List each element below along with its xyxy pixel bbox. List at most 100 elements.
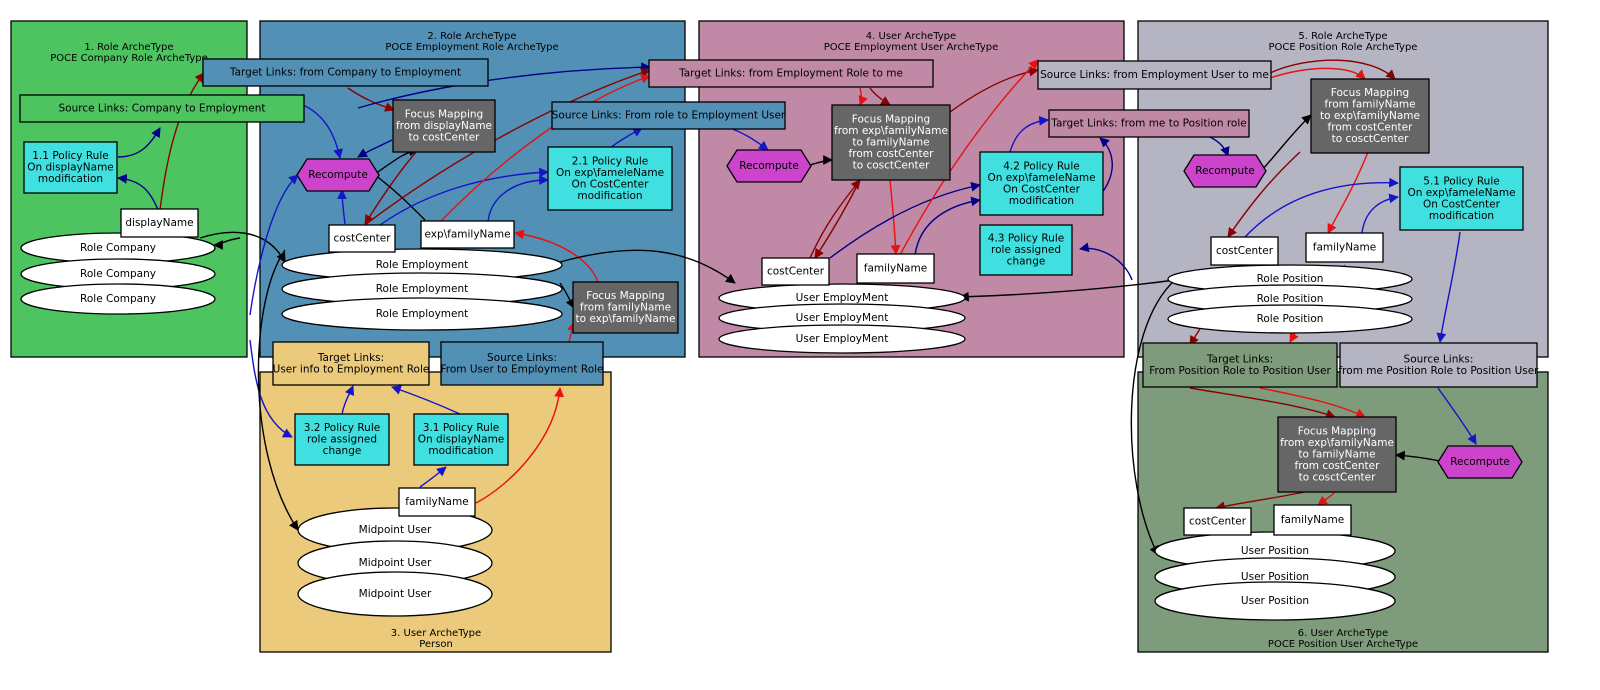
attribute-familyname-position-user[interactable]: familyName: [1273, 504, 1352, 536]
recompute-node-4[interactable]: Recompute: [1437, 445, 1523, 479]
node-box: [1277, 416, 1397, 493]
attribute-costcenter-employment-role[interactable]: costCenter: [328, 224, 396, 253]
edge-source-to-recompute: [302, 104, 343, 159]
node-box: [547, 146, 673, 211]
attribute-displayname-company[interactable]: displayName: [120, 208, 199, 238]
stack-label: Role Position: [1257, 293, 1324, 305]
attribute-familyname-midpoint-user[interactable]: familyName: [398, 487, 476, 517]
attribute-costcenter-position-role[interactable]: costCenter: [1210, 236, 1279, 266]
edge-focus1-to-costcenter: [364, 149, 419, 225]
node-label: From Position Role to Position User: [1149, 365, 1331, 377]
node-box: [979, 224, 1073, 276]
node-box: [1210, 236, 1279, 266]
node-box: [979, 151, 1104, 216]
edge-costcenter-to-policy42: [829, 181, 981, 259]
node-box: [1183, 507, 1252, 536]
node-box: [19, 94, 305, 123]
node-label: Source Links: From role to Employment Us…: [552, 110, 786, 122]
attribute-familyname-position-role[interactable]: familyName: [1305, 232, 1384, 263]
node-label: to cosctCenter: [853, 160, 930, 172]
node-label: From User to Employment Role: [440, 363, 603, 375]
link-source-employment-user-to-me[interactable]: Source Links: from Employment User to me: [1037, 60, 1272, 90]
link-source-user-to-employment-role[interactable]: Source Links:From User to Employment Rol…: [440, 341, 604, 386]
node-label: On exp\fameleName: [987, 172, 1095, 184]
node-box: [294, 413, 390, 466]
node-label: from me Position Role to Position User: [1338, 365, 1539, 377]
cluster-title: 3. User ArcheType: [391, 628, 481, 639]
stack-label: User EmployMent: [796, 333, 889, 345]
edge-focus4-to-costcenter: [1227, 151, 1301, 238]
edge-rolecompany-back: [213, 237, 241, 250]
node-label: On CostCenter: [572, 178, 650, 190]
recompute-node-3[interactable]: Recompute: [1183, 154, 1267, 188]
node-label: from exp\familyName: [1280, 437, 1394, 449]
attribute-expfamilyname-employment-role[interactable]: exp\familyName: [420, 220, 515, 249]
node-label: from exp\familyName: [834, 125, 948, 137]
edge-roleposition-to-userposition: [1130, 279, 1176, 556]
node-label: 3.2 Policy Rule: [304, 422, 380, 434]
link-target-employment-role-to-me[interactable]: Target Links: from Employment Role to me: [648, 59, 934, 88]
link-target-user-info-to-employment-role[interactable]: Target Links:User info to Employment Rol…: [272, 341, 430, 386]
edge-focus5-to-familyname: [1317, 491, 1336, 506]
recompute-node-2[interactable]: Recompute: [726, 149, 812, 183]
node-label: costCenter: [767, 266, 825, 278]
edge-focus3-to-familyname: [889, 179, 901, 255]
link-source-company-to-employment[interactable]: Source Links: Company to Employment: [19, 94, 305, 123]
edge-policy42-to-target6: [1009, 115, 1049, 153]
node-label: to cosctCenter: [1299, 472, 1376, 484]
cluster-title: POCE Employment User ArcheType: [824, 42, 999, 53]
stack-label: Midpoint User: [359, 557, 432, 569]
stack-label: Role Position: [1257, 313, 1324, 325]
node-box: [856, 253, 935, 284]
edge-focus5-to-costcenter: [1215, 491, 1306, 511]
node-box: [398, 487, 476, 517]
node-label: On displayName: [27, 162, 114, 174]
edge-policy31-to-target7: [391, 385, 461, 415]
attribute-costcenter-employment-user[interactable]: costCenter: [761, 257, 830, 286]
edge-focus3-to-source5: [949, 66, 1039, 113]
node-box: [648, 59, 934, 88]
recompute-node-1[interactable]: Recompute: [296, 158, 380, 192]
edge-displayname-to-target: [159, 72, 205, 211]
cluster-title: 2. Role ArcheType: [427, 31, 516, 42]
link-target-me-to-position-role[interactable]: Target Links: from me to Position role: [1048, 109, 1250, 138]
recompute-label: Recompute: [1450, 456, 1510, 468]
link-target-position-role-to-position-user[interactable]: Target Links:From Position Role to Posit…: [1142, 342, 1338, 388]
attribute-familyname-employment-user[interactable]: familyName: [856, 253, 935, 284]
edge-rolecompany-to-roleemployment: [199, 231, 286, 263]
stack-label: Role Employment: [376, 308, 469, 320]
cluster-title: POCE Employment Role ArcheType: [385, 42, 558, 53]
node-label: Source Links:: [1404, 353, 1474, 365]
stack-label: User EmployMent: [796, 312, 889, 324]
edge-source10-to-recompute4: [1437, 387, 1477, 445]
edge-target4-to-focus3a: [858, 87, 868, 106]
node-label: User info to Employment Role: [273, 363, 430, 375]
node-box: [1037, 60, 1272, 90]
node-label: Target Links:: [1206, 353, 1273, 365]
link-source-me-position-role-to-position-user[interactable]: Source Links:from me Position Role to Po…: [1338, 342, 1539, 388]
link-source-role-to-employment-user[interactable]: Source Links: From role to Employment Us…: [551, 101, 786, 130]
cluster-title: 5. Role ArcheType: [1298, 31, 1387, 42]
hexagon-shape: [1183, 154, 1267, 188]
node-label: from familyName: [580, 302, 671, 314]
attribute-costcenter-position-user[interactable]: costCenter: [1183, 507, 1252, 536]
link-target-company-to-employment[interactable]: Target Links: from Company to Employment: [202, 58, 489, 87]
